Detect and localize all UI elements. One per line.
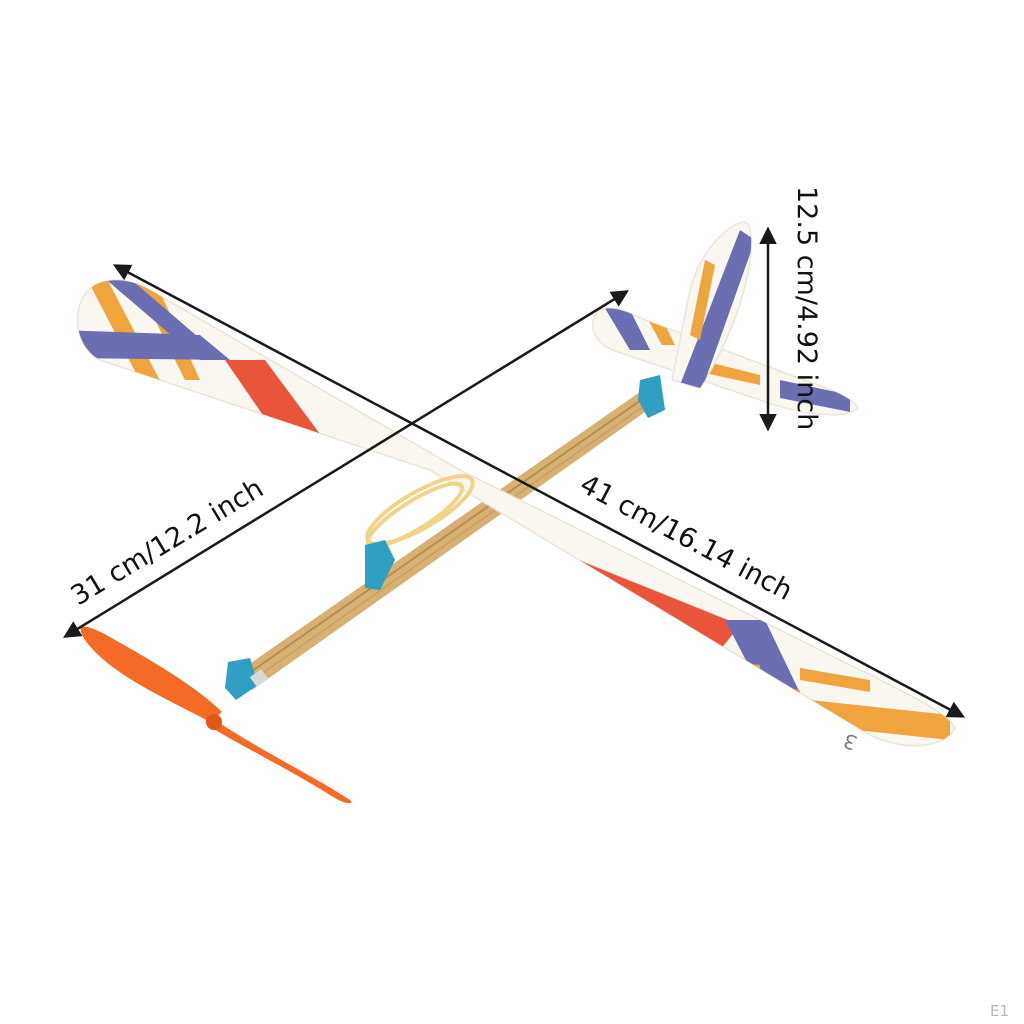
wing-number: 3 — [840, 728, 860, 755]
height-label: 12.5 cm/4.92 inch — [791, 186, 822, 430]
fuselage-stick — [238, 385, 662, 690]
corner-mark: E1 — [990, 1002, 1009, 1020]
propeller — [80, 626, 352, 804]
width-label: 31 cm/12.2 inch — [66, 473, 269, 612]
